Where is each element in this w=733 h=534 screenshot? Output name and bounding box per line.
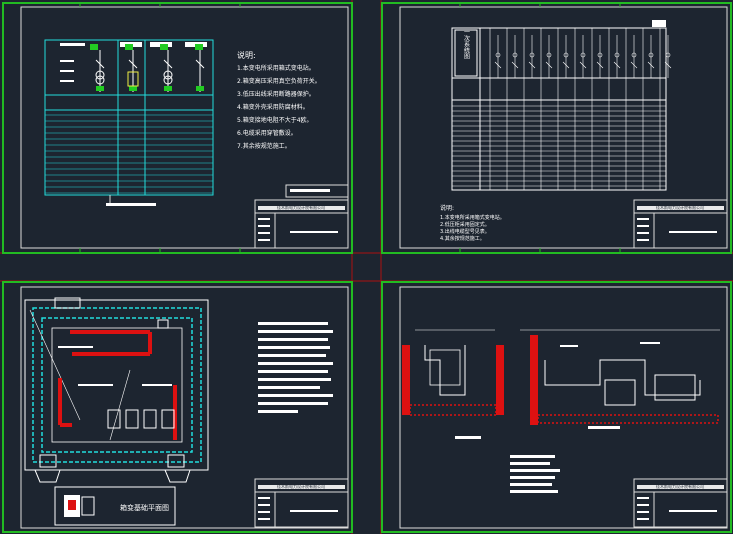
note-line: 1.本变电所采用箱式变电站。 bbox=[440, 214, 505, 221]
sheet-outer-frame bbox=[2, 2, 353, 254]
sheet-inner-frame bbox=[20, 286, 349, 529]
sheet-outer-frame bbox=[2, 281, 353, 533]
section-a bbox=[402, 329, 504, 439]
material-notes-lines bbox=[510, 455, 560, 493]
sheet-3-grounding-plan[interactable]: 箱变基础平面图 佳木斯电力设计院有限公司 bbox=[2, 281, 353, 533]
sheet-zone-ticks bbox=[79, 3, 241, 253]
title-block-caption: 佳木斯电力设计院有限公司 bbox=[277, 204, 325, 210]
title-block-caption: 佳木斯电力设计院有限公司 bbox=[277, 483, 325, 489]
note-line: 4.其余按规范施工。 bbox=[440, 235, 485, 242]
title-block: 佳木斯电力设计院有限公司 bbox=[633, 478, 728, 528]
note-line: 4.箱变外壳采用防腐材料。 bbox=[237, 103, 309, 111]
sheet-inner-frame bbox=[20, 6, 349, 249]
notes-header: 说明: bbox=[440, 204, 454, 212]
sheet-inner-frame bbox=[399, 286, 728, 529]
note-line: 7.其余按规范施工。 bbox=[237, 142, 291, 150]
sheet-outer-frame bbox=[381, 2, 732, 254]
title-block: 佳木斯电力设计院有限公司 bbox=[254, 478, 349, 528]
design-notes: 说明: 1.本变电所采用箱式变电站。 2.箱变高压采用真空负荷开关。 3.低压出线采… bbox=[237, 50, 321, 150]
notes-header: 说明: bbox=[237, 50, 256, 60]
sheet-outer-frame bbox=[381, 281, 732, 533]
note-line: 2.低压柜采用固定式。 bbox=[440, 221, 490, 228]
inset-caption: 箱变基础平面图 bbox=[120, 503, 169, 512]
title-block: 佳木斯电力设计院有限公司 bbox=[633, 199, 728, 249]
note-line: 2.箱变高压采用真空负荷开关。 bbox=[237, 77, 321, 85]
title-block-caption: 佳木斯电力设计院有限公司 bbox=[656, 204, 704, 210]
note-line: 3.低压出线采用断路器保护。 bbox=[237, 90, 315, 98]
note-line: 5.箱变接地电阻不大于4欧。 bbox=[237, 116, 313, 124]
switchgear-schematic bbox=[44, 39, 214, 206]
grounding-grid-plan bbox=[24, 297, 209, 483]
low-voltage-schedule-table: 一次系统图 bbox=[451, 20, 672, 191]
title-block-caption: 佳木斯电力设计院有限公司 bbox=[656, 483, 704, 489]
note-line: 1.本变电所采用箱式变电站。 bbox=[237, 64, 315, 72]
note-line: 6.电缆采用穿管敷设。 bbox=[237, 129, 297, 137]
construction-notes-lines bbox=[258, 322, 333, 413]
section-b bbox=[520, 329, 720, 429]
sheet-4-foundation-sections[interactable]: 佳木斯电力设计院有限公司 bbox=[381, 281, 732, 533]
sheet-1-distribution-diagram[interactable]: 说明: 1.本变电所采用箱式变电站。 2.箱变高压采用真空负荷开关。 3.低压出线采… bbox=[2, 2, 353, 254]
title-block: 佳木斯电力设计院有限公司 bbox=[254, 184, 349, 249]
sheet-zone-ticks bbox=[459, 3, 621, 253]
sheet-inner-frame bbox=[399, 6, 728, 249]
design-notes: 说明: 1.本变电所采用箱式变电站。2.低压柜采用固定式。3.出线电缆型号见表。… bbox=[440, 204, 505, 242]
foundation-inset: 箱变基础平面图 bbox=[54, 486, 176, 526]
note-line: 3.出线电缆型号见表。 bbox=[440, 228, 490, 235]
sheet-2-single-line-diagram[interactable]: 一次系统图 说明: 1.本变电所采用箱式变电站。2.低压柜采用固定式。3.出线电… bbox=[381, 2, 732, 254]
single-line-side-title: 一次系统图 bbox=[463, 29, 470, 60]
